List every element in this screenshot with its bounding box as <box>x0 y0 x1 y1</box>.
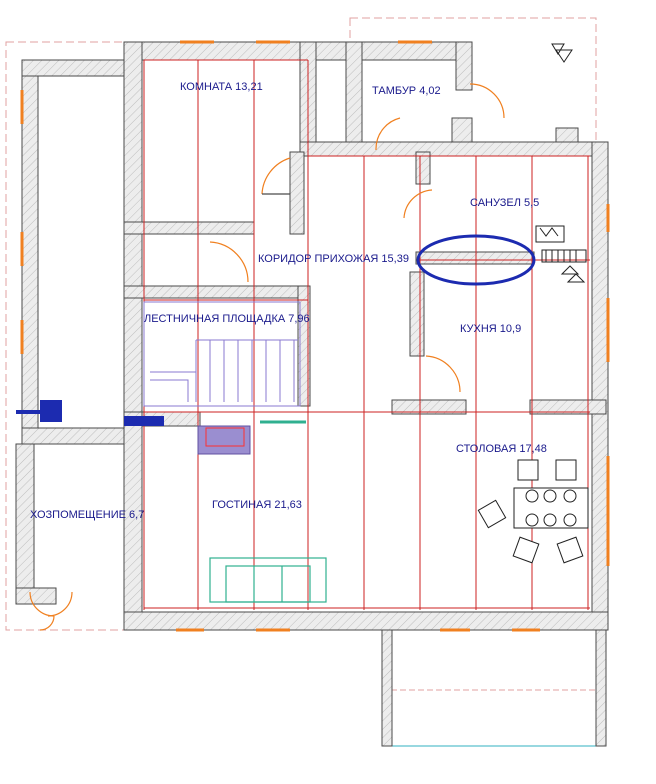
label-sanuzel: САНУЗЕЛ 5,5 <box>470 197 539 209</box>
dining-set <box>477 459 589 564</box>
label-koridor: КОРИДОР ПРИХОЖАЯ 15,39 <box>258 253 409 265</box>
room-labels: КОМНАТА 13,21 ТАМБУР 4,02 КОРИДОР ПРИХОЖ… <box>30 81 547 521</box>
terrace <box>381 627 607 747</box>
label-topochnaya: ТОПОЧНАЯ + КЛАДОВАЯ ИНСТРУМЕНТОВ 15,8 <box>77 84 89 336</box>
grid-lines <box>143 59 590 610</box>
highlight-ellipse <box>416 234 536 286</box>
label-komnata: КОМНАТА 13,21 <box>180 81 263 93</box>
label-kukhnya: КУХНЯ 10,9 <box>460 323 521 335</box>
label-khozpomeshchenie: ХОЗПОМЕЩЕНИЕ 6,7 <box>30 509 144 521</box>
sofa <box>209 557 327 603</box>
label-tambur: ТАМБУР 4,02 <box>372 85 441 97</box>
windows <box>20 40 610 632</box>
label-gostinaya: ГОСТИНАЯ 21,63 <box>212 499 302 511</box>
sanuzel-fixtures <box>535 43 587 283</box>
fireplace <box>197 425 251 455</box>
doors <box>29 83 505 631</box>
label-lestnica: ЛЕСТНИЧНАЯ ПЛОЩАДКА 7,96 <box>144 313 310 325</box>
blue-markers <box>16 400 164 426</box>
label-stolovaya: СТОЛОВАЯ 17,48 <box>456 443 547 455</box>
staircase <box>143 301 301 407</box>
